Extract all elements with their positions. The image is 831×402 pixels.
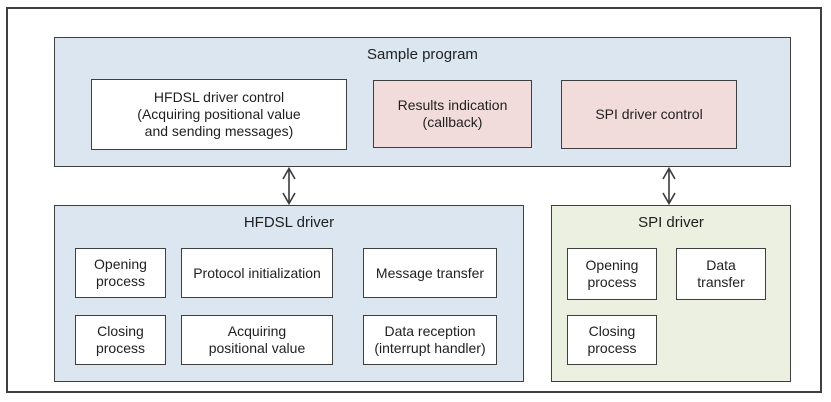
node-hfdsl-opening-process: Opening process — [75, 248, 166, 298]
node-spi-driver-control: SPI driver control — [561, 80, 737, 149]
hfdsl-driver-title: HFDSL driver — [243, 214, 335, 231]
spi-driver-title: SPI driver — [638, 214, 704, 231]
sample-program-title: Sample program — [367, 46, 478, 63]
node-results-indication: Results indication (callback) — [373, 80, 532, 148]
node-acquiring-positional-value: Acquiring positional value — [181, 315, 333, 365]
node-protocol-initialization: Protocol initialization — [181, 248, 333, 298]
node-message-transfer: Message transfer — [363, 248, 497, 298]
node-spi-opening-process: Opening process — [567, 248, 657, 300]
node-data-reception: Data reception (interrupt handler) — [363, 315, 497, 365]
spi-bidirectional-arrow-icon — [662, 166, 676, 206]
node-hfdsl-driver-control: HFDSL driver control (Acquiring position… — [91, 79, 347, 150]
hfdsl-driver-box: HFDSL driver Opening process Protocol in… — [54, 205, 524, 382]
spi-driver-box: SPI driver Opening process Data transfer… — [551, 205, 791, 382]
node-spi-data-transfer: Data transfer — [676, 248, 766, 300]
node-spi-closing-process: Closing process — [567, 315, 657, 365]
outer-frame: Sample program HFDSL driver control (Acq… — [6, 7, 822, 393]
sample-program-box: Sample program HFDSL driver control (Acq… — [54, 37, 791, 167]
hfdsl-bidirectional-arrow-icon — [282, 166, 296, 206]
node-hfdsl-closing-process: Closing process — [75, 315, 166, 365]
